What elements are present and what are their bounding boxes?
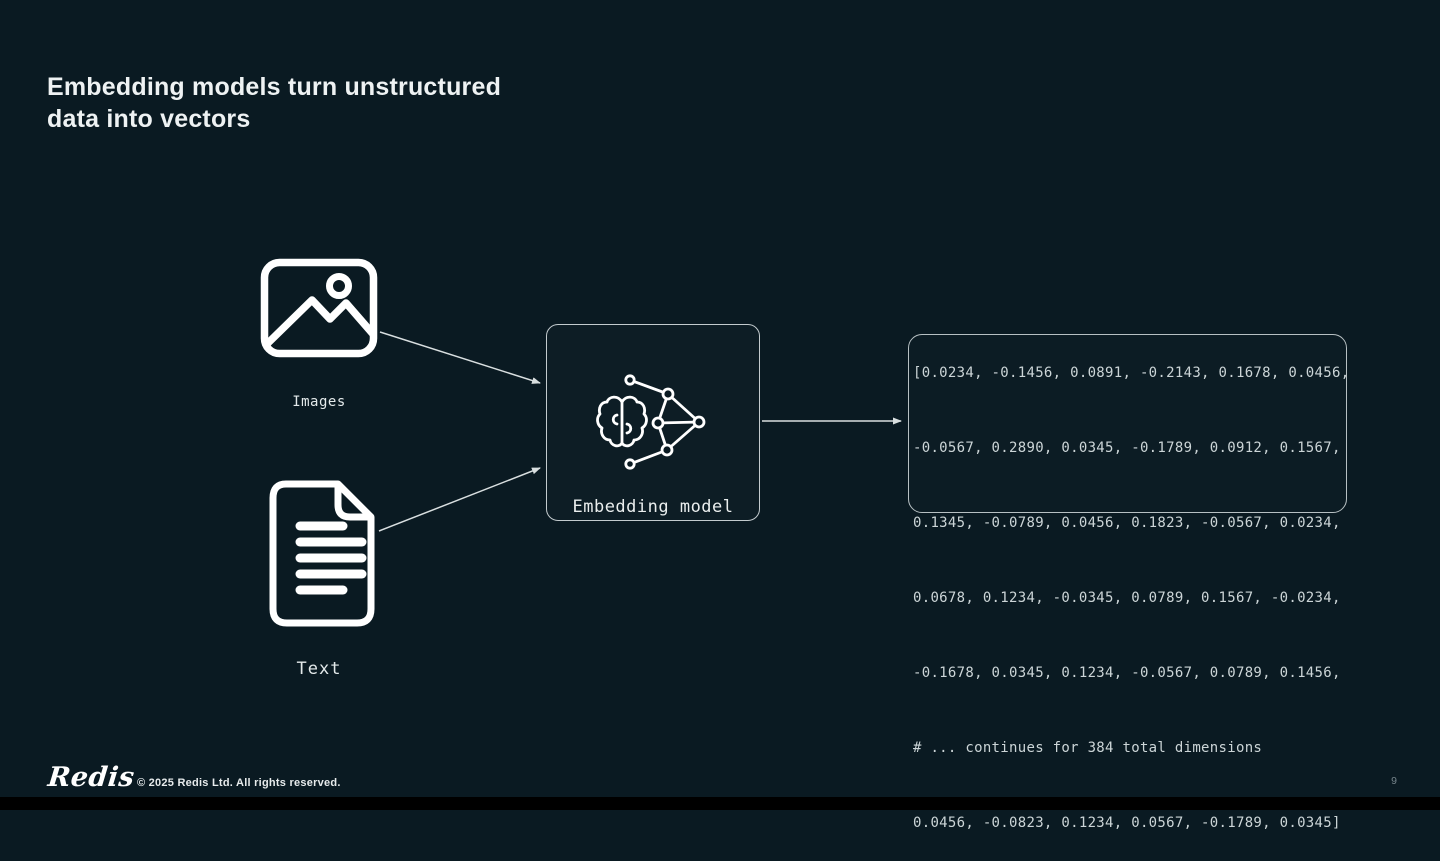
image-icon: [260, 258, 378, 358]
slide-title: Embedding models turn unstructured data …: [47, 71, 501, 135]
vector-line-comment: # ... continues for 384 total dimensions: [913, 740, 1263, 756]
vector-line: 0.0456, -0.0823, 0.1234, 0.0567, -0.1789…: [913, 815, 1341, 831]
slide-title-line-1: Embedding models turn unstructured: [47, 73, 502, 101]
vector-code-block: [0.0234, -0.1456, 0.0891, -0.2143, 0.167…: [913, 311, 1349, 861]
page-number: 9: [1391, 775, 1397, 787]
embedding-model-label: Embedding model: [572, 497, 734, 517]
vector-line: -0.0567, 0.2890, 0.0345, -0.1789, 0.0912…: [913, 440, 1341, 456]
vector-output-box: [908, 334, 1347, 513]
arrow-text-to-model: [378, 467, 541, 532]
vector-line: 0.1345, -0.0789, 0.0456, 0.1823, -0.0567…: [913, 515, 1341, 531]
document-icon: [269, 480, 375, 627]
copyright-text: © 2025 Redis Ltd. All rights reserved.: [137, 777, 341, 789]
vector-line: -0.1678, 0.0345, 0.1234, -0.0567, 0.0789…: [913, 665, 1341, 681]
slide-title-line-2: data into vectors: [47, 105, 251, 133]
redis-logo: Redis: [46, 762, 137, 793]
bottom-bar: [0, 797, 1440, 810]
brain-network-icon: [596, 374, 706, 470]
input-label-images: Images: [292, 394, 346, 410]
vector-line: 0.0678, 0.1234, -0.0345, 0.0789, 0.1567,…: [913, 590, 1341, 606]
arrow-images-to-model: [379, 331, 541, 384]
input-label-text: Text: [296, 659, 342, 679]
embedding-model-box: [546, 324, 760, 521]
vector-line: [0.0234, -0.1456, 0.0891, -0.2143, 0.167…: [913, 365, 1350, 381]
